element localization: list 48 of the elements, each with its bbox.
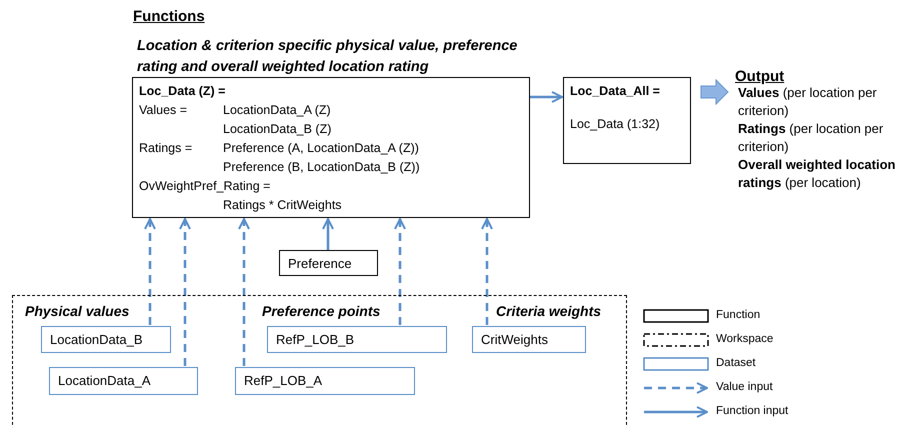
- output-item: Overall weighted location ratings (per location): [738, 156, 896, 192]
- dataset-name: RefP_LOB_A: [244, 373, 322, 388]
- dataset-name: RefP_LOB_B: [276, 332, 354, 347]
- dashed-arrow: [394, 218, 406, 325]
- dataset-box: [267, 326, 447, 353]
- dashed-arrow: [481, 218, 493, 325]
- function-name: Preference: [288, 256, 352, 271]
- function-box: [279, 250, 378, 276]
- function-heading: Loc_Data (Z) =: [139, 84, 226, 99]
- formula-text: LocationData_A (Z): [223, 103, 331, 118]
- legend-label: Function input: [716, 404, 788, 419]
- legend-label: Function: [716, 308, 760, 323]
- formula-text: Values =: [139, 103, 188, 118]
- function-box: [563, 77, 691, 164]
- section-subtitle: Location & criterion specific physical value, preference rating and overall weighted location rating: [137, 37, 518, 77]
- dataset-name: LocationData_A: [58, 373, 151, 388]
- arrow: [530, 91, 563, 103]
- group-heading: Physical values: [25, 304, 130, 319]
- formula-text: Preference (A, LocationData_A (Z)): [223, 141, 419, 156]
- legend-label: Value input: [716, 380, 773, 395]
- block-arrow: [700, 78, 729, 106]
- section-heading: Functions: [133, 7, 205, 27]
- dataset-box: [235, 367, 415, 395]
- group-heading: Preference points: [262, 304, 380, 319]
- legend-label: Dataset: [716, 356, 756, 371]
- formula-text: OvWeightPref_Rating =: [139, 179, 270, 194]
- function-box: [132, 77, 530, 218]
- dashed-arrow: [238, 218, 250, 366]
- legend-label: Workspace: [716, 332, 774, 347]
- formula-text: Loc_Data (1:32): [570, 117, 660, 132]
- output-item: Values (per location per criterion): [738, 84, 878, 120]
- dataset-box: [472, 326, 586, 353]
- formula-text: Ratings =: [139, 141, 192, 156]
- dashed-arrow: [179, 218, 191, 366]
- workspace-frame: [12, 295, 627, 427]
- dataset-box: [49, 367, 198, 395]
- formula-text: Preference (B, LocationData_B (Z)): [223, 160, 420, 175]
- dataset-name: CritWeights: [481, 332, 548, 347]
- arrow: [322, 218, 334, 250]
- formula-text: Ratings * CritWeights: [223, 198, 342, 213]
- function-heading: Loc_Data_All =: [570, 84, 660, 99]
- dataset-box: [41, 326, 171, 353]
- group-heading: Criteria weights: [496, 304, 602, 319]
- formula-text: LocationData_B (Z): [223, 122, 332, 137]
- output-item: Ratings (per location per criterion): [738, 120, 884, 156]
- dataset-name: LocationData_B: [50, 332, 143, 347]
- dashed-arrow: [144, 218, 156, 325]
- section-heading: Output: [735, 67, 784, 87]
